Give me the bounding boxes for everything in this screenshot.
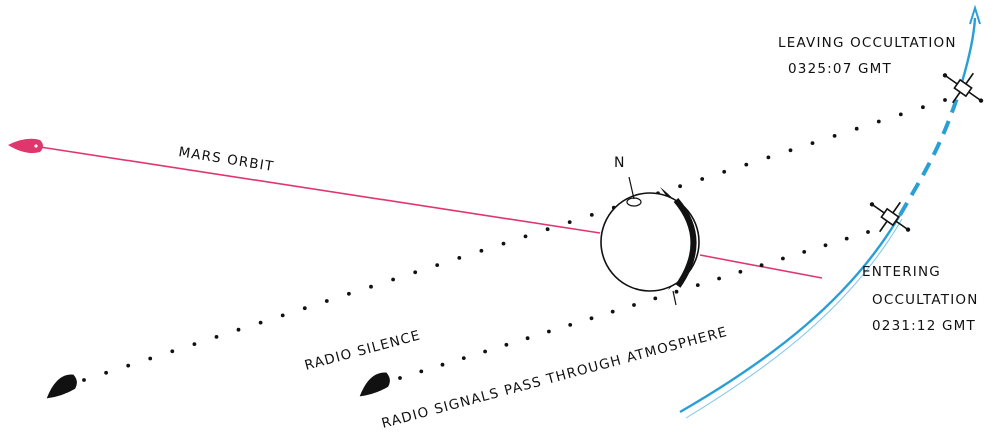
radio-dot	[738, 269, 743, 274]
radio-signals-label: RADIO SIGNALS PASS THROUGH ATMOSPHERE	[380, 324, 730, 432]
radio-dot	[695, 283, 700, 287]
leaving-occultation-label: LEAVING OCCULTATION	[778, 35, 957, 51]
trajectory-shadow-lower	[685, 218, 903, 419]
trajectory-arrowhead-icon	[969, 4, 981, 25]
radio-dot	[766, 155, 771, 160]
radio-dot	[832, 134, 837, 138]
trajectory-dashed	[898, 94, 960, 216]
mars-orbit-line-left	[39, 146, 601, 234]
radio-dot	[653, 296, 658, 301]
radio-path-upper	[82, 98, 947, 382]
radio-dot	[369, 284, 373, 289]
radio-dot	[258, 320, 263, 325]
radio-dot	[398, 376, 402, 380]
radio-dot	[419, 369, 424, 374]
radio-dot	[483, 349, 487, 354]
radio-path-lower	[398, 230, 870, 380]
radio-dot	[759, 263, 764, 268]
radio-dot	[104, 370, 108, 375]
leaving-occultation-time: 0325:07 GMT	[788, 61, 892, 77]
radio-dot	[547, 329, 551, 334]
radio-dot	[324, 299, 329, 303]
radio-dot	[347, 291, 351, 296]
radio-dot	[148, 356, 153, 361]
mars-planet-icon	[600, 176, 700, 306]
radio-dot	[236, 327, 241, 332]
radio-dot	[943, 98, 947, 102]
radio-dot	[810, 141, 815, 146]
radio-dot	[610, 309, 615, 314]
radio-dot	[632, 303, 636, 307]
mars-orbit-arrow-icon	[8, 138, 43, 154]
earth-marker-left	[46, 374, 77, 399]
mars-orbit	[8, 138, 823, 279]
radio-dot	[589, 213, 594, 217]
entering-label: ENTERING	[862, 264, 941, 280]
radio-dot	[525, 336, 530, 341]
trajectory-solid-upper	[960, 17, 977, 83]
radio-dot	[568, 323, 573, 327]
radio-dot	[457, 256, 462, 260]
radio-dot	[126, 363, 131, 368]
spacecraft-leaving-icon	[942, 72, 984, 104]
radio-dot	[170, 349, 175, 354]
radio-dot	[504, 342, 509, 347]
spacecraft-trajectory	[679, 4, 981, 419]
radio-dot	[501, 241, 506, 246]
north-label: N	[614, 155, 624, 171]
radio-dot	[192, 342, 197, 346]
radio-dot	[802, 250, 807, 254]
radio-dot	[82, 378, 86, 382]
radio-dot	[413, 270, 418, 275]
radio-dot	[461, 356, 466, 360]
radio-dot	[523, 234, 528, 239]
spacecraft-entering-icon	[869, 201, 911, 233]
radio-dot	[214, 335, 219, 339]
radio-dot	[921, 105, 925, 110]
trajectory-solid-lower	[679, 214, 902, 414]
radio-dot	[823, 243, 828, 248]
radio-dot	[781, 256, 785, 261]
radio-silence-label: RADIO SILENCE	[303, 327, 423, 373]
entering-occultation-time: 0231:12 GMT	[872, 318, 976, 334]
radio-dot	[280, 313, 285, 318]
occultation-label: OCCULTATION	[872, 292, 979, 308]
radio-dot	[788, 148, 793, 153]
radio-dot	[844, 236, 849, 241]
radio-dot	[898, 112, 903, 117]
radio-dot	[567, 220, 572, 225]
radio-dot	[391, 277, 395, 282]
north-pointer	[628, 176, 635, 200]
radio-dot	[722, 169, 727, 174]
radio-dot	[674, 289, 679, 294]
radio-dot	[866, 230, 870, 234]
radio-dot	[589, 316, 594, 321]
radio-dot	[700, 177, 705, 181]
radio-dot	[744, 162, 749, 167]
earth-marker-right	[359, 372, 390, 397]
south-pointer	[672, 290, 677, 306]
radio-dot	[479, 248, 484, 253]
planet-disc	[600, 192, 700, 292]
planet-terminator	[673, 198, 697, 288]
radio-dot	[545, 227, 550, 232]
radio-dot	[435, 263, 440, 267]
radio-dot	[302, 306, 307, 311]
radio-dot	[678, 184, 682, 189]
radio-dot	[440, 362, 445, 367]
radio-dot	[717, 276, 721, 281]
radio-dot	[876, 119, 881, 124]
radio-dot	[854, 126, 859, 131]
